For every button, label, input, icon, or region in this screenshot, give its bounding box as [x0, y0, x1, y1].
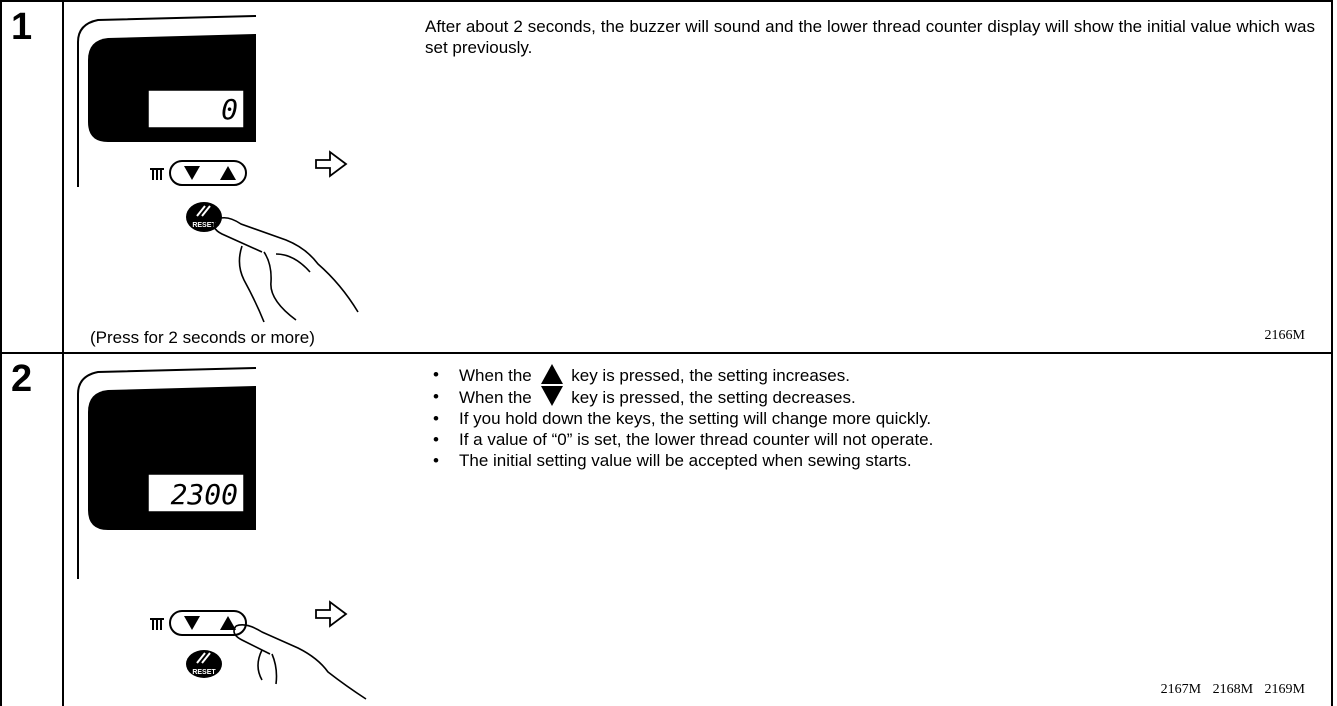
panel-illustration: 0 RESET — [77, 15, 359, 323]
triangle-up-icon — [540, 364, 563, 384]
reset-label: RESET — [192, 669, 216, 676]
pointing-hand-icon — [233, 624, 367, 700]
step-description: After about 2 seconds, the buzzer will s… — [425, 17, 1315, 57]
step-number-cell: 2 — [2, 354, 64, 706]
panel-illustration: 2300 RESET — [77, 367, 367, 700]
triangle-up-icon[interactable] — [220, 616, 236, 630]
triangle-down-icon[interactable] — [184, 616, 200, 630]
instruction-list: When the key is pressed, the setting inc… — [425, 364, 933, 471]
panel-outline — [77, 15, 257, 187]
triangle-up-icon[interactable] — [220, 166, 236, 180]
list-item: The initial setting value will be accept… — [425, 450, 933, 471]
list-item: When the key is pressed, the setting inc… — [425, 364, 933, 386]
list-item: When the key is pressed, the setting dec… — [425, 386, 933, 408]
reset-button[interactable] — [186, 650, 222, 678]
figure-codes: 2167M 2168M 2169M — [1160, 682, 1305, 697]
lcd-value: 2300 — [171, 478, 238, 511]
reset-button[interactable] — [186, 202, 222, 232]
list-item: If a value of “0” is set, the lower thre… — [425, 429, 933, 450]
lcd-display — [147, 473, 245, 513]
step-row-2: 2 2300 RESET When the key is press — [0, 352, 1333, 706]
arrow-right-icon — [315, 600, 348, 628]
figure-codes: 2166M — [1264, 328, 1305, 343]
reset-label: RESET — [192, 222, 216, 229]
panel-outline — [77, 367, 257, 579]
counter-icon — [150, 168, 164, 180]
press-caption: (Press for 2 seconds or more) — [90, 328, 315, 347]
counter-icon — [150, 618, 164, 630]
pointing-hand-icon — [213, 216, 359, 323]
step-number-cell: 1 — [2, 2, 64, 352]
step-number: 1 — [11, 6, 33, 48]
step-row-1: 1 0 RESET (Press f — [0, 0, 1333, 354]
list-item: If you hold down the keys, the setting w… — [425, 408, 933, 429]
triangle-down-icon — [540, 386, 563, 406]
up-down-key[interactable] — [169, 160, 247, 186]
step-number: 2 — [11, 358, 33, 400]
triangle-down-icon[interactable] — [184, 166, 200, 180]
arrow-right-icon — [315, 150, 348, 178]
lcd-display — [147, 89, 245, 129]
lcd-value: 0 — [221, 93, 238, 126]
